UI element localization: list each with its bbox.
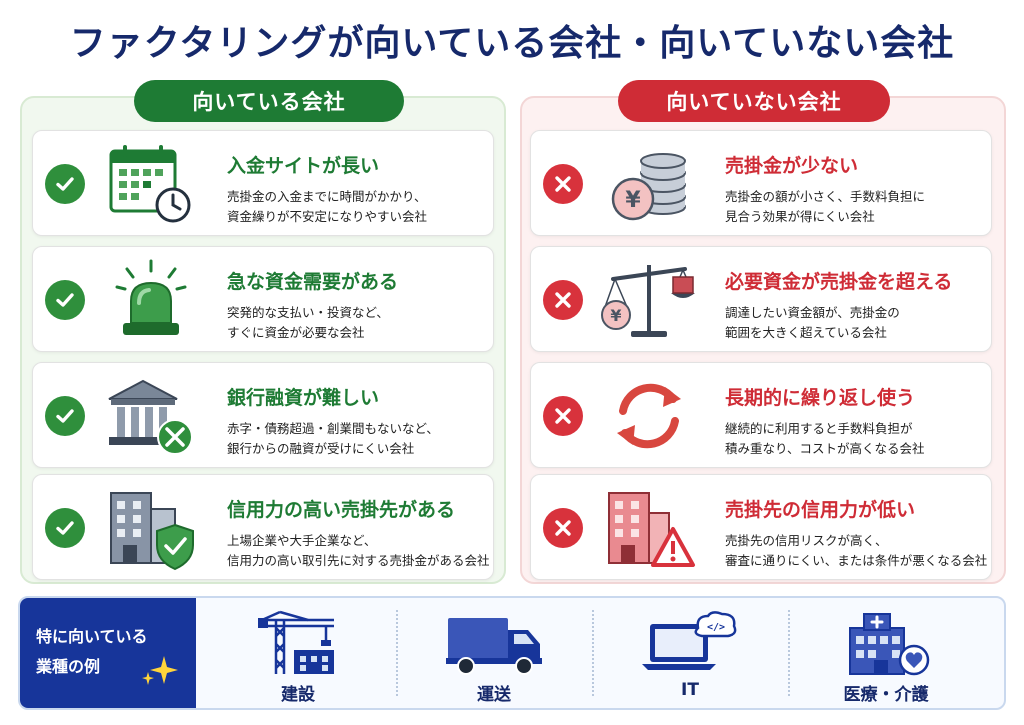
check-icon — [45, 508, 85, 548]
good-card-urgent-funds: 急な資金需要がある 突発的な支払い・投資など、 すぐに資金が必要な会社 — [32, 246, 494, 352]
bad-card-title: 長期的に繰り返し使う — [725, 387, 916, 409]
bad-card-title: 売掛金が少ない — [725, 155, 859, 177]
building-warning-icon — [608, 492, 695, 567]
good-card-desc: 売掛金の入金までに時間がかかり、 資金繰りが不安定になりやすい会社 — [227, 189, 428, 224]
divider — [396, 610, 398, 696]
cross-icon — [543, 164, 583, 204]
good-card-bank-loan: 銀行融資が難しい 赤字・債務超過・創業間もないなど、 銀行からの融資が受けにくい… — [32, 362, 494, 468]
industries-label-box: 特に向いている 業種の例 — [20, 598, 196, 708]
good-card-payment-site: 入金サイトが長い 売掛金の入金までに時間がかかり、 資金繰りが不安定になりやすい… — [32, 130, 494, 236]
good-card-title: 信用力の高い売掛先がある — [227, 499, 456, 521]
bad-card-desc: 調達したい資金額が、売掛金の 範囲を大きく超えている会社 — [725, 305, 900, 340]
good-card-title: 入金サイトが長い — [227, 155, 380, 177]
svg-text:¥: ¥ — [610, 306, 621, 325]
industries-panel: 特に向いている 業種の例 建設 — [18, 596, 1006, 710]
divider — [592, 610, 594, 696]
hospital-icon — [849, 613, 930, 676]
good-card-desc: 赤字・債務超過・創業間もないなど、 銀行からの融資が受けにくい会社 — [227, 421, 439, 456]
svg-text:¥: ¥ — [625, 188, 641, 213]
cross-icon — [543, 508, 583, 548]
scale-icon: ¥ — [601, 265, 695, 337]
industry-name: IT — [681, 680, 699, 700]
industry-transport: 運送 — [396, 598, 592, 708]
bad-card-title: 売掛先の信用力が低い — [725, 499, 916, 521]
truck-icon — [446, 618, 542, 675]
good-card-reliable-client: 信用力の高い売掛先がある 上場企業や大手企業など、 信用力の高い取引先に対する売… — [32, 474, 494, 580]
refresh-cycle-icon — [617, 383, 681, 449]
good-card-title: 急な資金需要がある — [227, 271, 399, 293]
check-icon — [45, 280, 85, 320]
laptop-cloud-icon: </> — [642, 611, 737, 670]
bad-card-low-credit-client: 売掛先の信用力が低い 売掛先の信用リスクが高く、 審査に通りにくい、または条件が… — [530, 474, 992, 580]
good-card-title: 銀行融資が難しい — [227, 387, 380, 409]
good-heading: 向いている会社 — [134, 80, 404, 122]
bad-card-title: 必要資金が売掛金を超える — [725, 271, 953, 293]
sparkle-icon — [142, 656, 178, 685]
bad-card-repeated-use: 長期的に繰り返し使う 継続的に利用すると手数料負担が 積み重なり、コストが高くな… — [530, 362, 992, 468]
bad-heading: 向いていない会社 — [618, 80, 890, 122]
industry-medical-care: 医療・介護 — [788, 598, 984, 708]
good-card-desc: 突発的な支払い・投資など、 すぐに資金が必要な会社 — [227, 305, 389, 340]
cross-icon — [543, 280, 583, 320]
check-icon — [45, 164, 85, 204]
crane-icon — [258, 610, 334, 674]
industries-label: 特に向いている 業種の例 — [36, 627, 148, 676]
industry-name: 医療・介護 — [843, 685, 929, 705]
page-title: ファクタリングが向いている会社・向いていない会社 — [69, 23, 955, 64]
coins-yen-icon: ¥ — [611, 153, 686, 221]
good-card-desc: 上場企業や大手企業など、 信用力の高い取引先に対する売掛金がある会社 — [227, 533, 490, 568]
divider — [788, 610, 790, 696]
bad-card-desc: 売掛金の額が小さく、手数料負担に 見合う効果が得にくい会社 — [725, 189, 926, 224]
bad-card-desc: 売掛先の信用リスクが高く、 審査に通りにくい、または条件が悪くなる会社 — [725, 533, 988, 568]
bad-card-desc: 継続的に利用すると手数料負担が 積み重なり、コストが高くなる会社 — [725, 421, 925, 456]
bad-card-exceeds-receivables: ¥ 必要資金が売掛金を超える 調達したい資金額が、売掛金の 範囲を大きく超えてい… — [530, 246, 992, 352]
alarm-light-icon — [115, 259, 187, 335]
calendar-clock-icon — [109, 145, 191, 223]
industry-it: </> IT — [592, 598, 788, 708]
industry-construction: 建設 — [200, 598, 396, 708]
cross-icon — [543, 396, 583, 436]
check-icon — [45, 396, 85, 436]
industry-name: 運送 — [477, 685, 511, 705]
bad-card-small-receivables: ¥ 売掛金が少ない 売掛金の額が小さく、手数料負担に 見合う効果が得にくい会社 — [530, 130, 992, 236]
svg-text:</>: </> — [707, 622, 725, 633]
building-shield-icon — [110, 492, 194, 571]
bank-denied-icon — [108, 379, 193, 455]
industry-name: 建設 — [281, 685, 315, 705]
